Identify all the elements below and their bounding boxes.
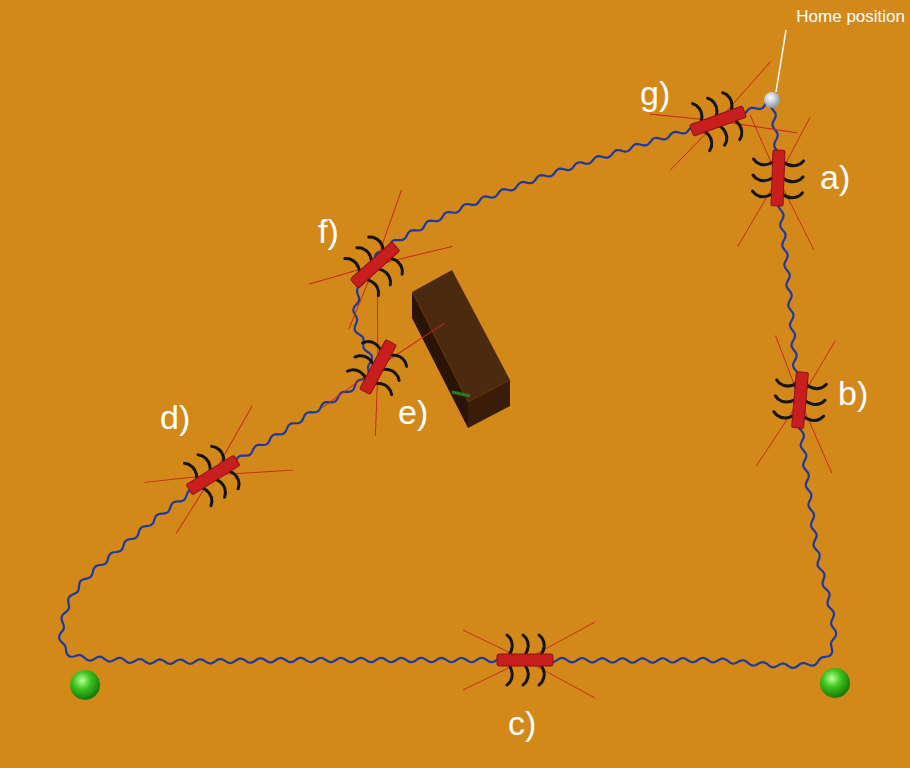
callout-letter: f) <box>318 214 339 248</box>
hexapod-robot <box>315 287 444 439</box>
robots <box>140 61 843 698</box>
callout-letter: g) <box>640 76 670 110</box>
hexapod-robot <box>303 190 452 335</box>
goal-ball <box>820 668 850 698</box>
robot-trajectory <box>59 99 836 668</box>
callout-letter: d) <box>160 400 190 434</box>
leader-line <box>776 30 786 92</box>
hexapod-robot <box>738 115 819 250</box>
callout-letter: e) <box>398 395 428 429</box>
hexapod-robot <box>756 335 843 473</box>
hexapod-robot <box>463 622 595 698</box>
goal-ball <box>70 670 100 700</box>
home-ball <box>764 92 780 108</box>
callout-letter: c) <box>508 706 536 740</box>
wavy-trajectory <box>59 99 836 668</box>
callout-letter: b) <box>838 376 868 410</box>
location-label: Home position <box>796 8 905 25</box>
callout-letter: a) <box>820 160 850 194</box>
